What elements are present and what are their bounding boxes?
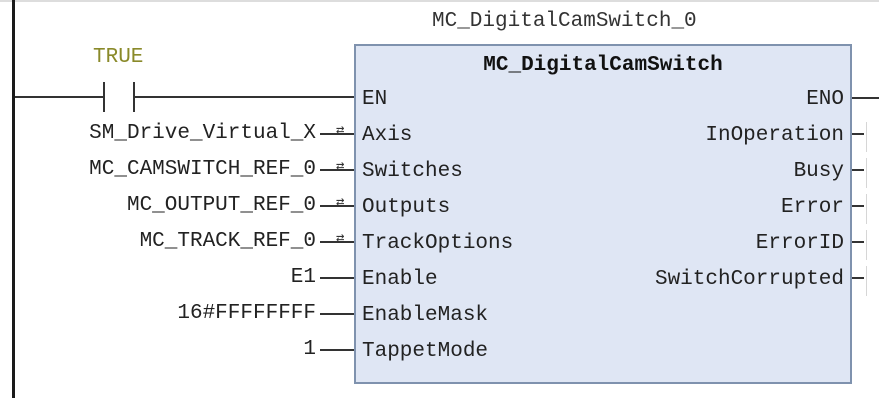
input-variable-axis[interactable]: SM_Drive_Virtual_X — [89, 122, 316, 145]
input-pin-enable: Enable — [362, 268, 438, 291]
input-variable-switches[interactable]: MC_CAMSWITCH_REF_0 — [89, 158, 316, 181]
input-wire — [320, 133, 354, 135]
input-wire — [320, 241, 354, 243]
output-wire — [852, 277, 864, 279]
input-variable-enable[interactable]: E1 — [290, 266, 316, 289]
contact-right-bar — [133, 82, 135, 112]
contact-label[interactable]: TRUE — [93, 46, 144, 69]
output-wire — [852, 205, 864, 207]
contact-left-bar — [103, 82, 105, 112]
output-connection-box[interactable] — [866, 194, 879, 224]
en-rung-left — [15, 96, 103, 98]
output-connection-box[interactable] — [866, 266, 879, 296]
input-pin-switches: Switches — [362, 160, 463, 183]
input-wire — [320, 313, 354, 315]
output-wire — [852, 133, 864, 135]
input-variable-trackoptions[interactable]: MC_TRACK_REF_0 — [139, 230, 316, 253]
input-pin-outputs: Outputs — [362, 196, 451, 219]
output-connection-box[interactable] — [866, 122, 879, 152]
input-pin-axis: Axis — [362, 124, 413, 147]
en-rung-right — [135, 96, 354, 98]
input-pin-en: EN — [362, 88, 388, 111]
output-connection-box[interactable] — [866, 230, 879, 260]
instance-name[interactable]: MC_DigitalCamSwitch_0 — [432, 10, 697, 33]
output-pin-inoperation: InOperation — [705, 124, 844, 147]
output-pin-eno: ENO — [806, 88, 844, 111]
output-pin-switchcorrupted: SwitchCorrupted — [654, 268, 844, 291]
input-wire — [320, 277, 354, 279]
input-pin-enablemask: EnableMask — [362, 304, 489, 327]
input-variable-enablemask[interactable]: 16#FFFFFFFF — [177, 302, 316, 325]
inout-arrow-icon: ⇄ — [336, 231, 345, 247]
output-wire — [852, 241, 864, 243]
inout-arrow-icon: ⇄ — [336, 195, 345, 211]
inout-arrow-icon: ⇄ — [336, 159, 345, 175]
input-wire — [320, 349, 354, 351]
output-pin-error: Error — [780, 196, 844, 219]
input-variable-tappetmode[interactable]: 1 — [303, 338, 316, 361]
left-power-rail — [12, 0, 15, 398]
input-variable-outputs[interactable]: MC_OUTPUT_REF_0 — [126, 194, 316, 217]
input-wire — [320, 169, 354, 171]
input-pin-trackoptions: TrackOptions — [362, 232, 514, 255]
output-pin-busy: Busy — [793, 160, 844, 183]
output-wire — [852, 97, 879, 99]
output-pin-errorid: ErrorID — [755, 232, 844, 255]
top-border — [0, 0, 879, 2]
normally-open-contact[interactable] — [98, 80, 140, 114]
output-connection-box[interactable] — [866, 158, 879, 188]
inout-arrow-icon: ⇄ — [336, 123, 345, 139]
block-type-title: MC_DigitalCamSwitch — [483, 54, 723, 77]
input-wire — [320, 205, 354, 207]
input-pin-tappetmode: TappetMode — [362, 340, 489, 363]
output-wire — [852, 169, 864, 171]
